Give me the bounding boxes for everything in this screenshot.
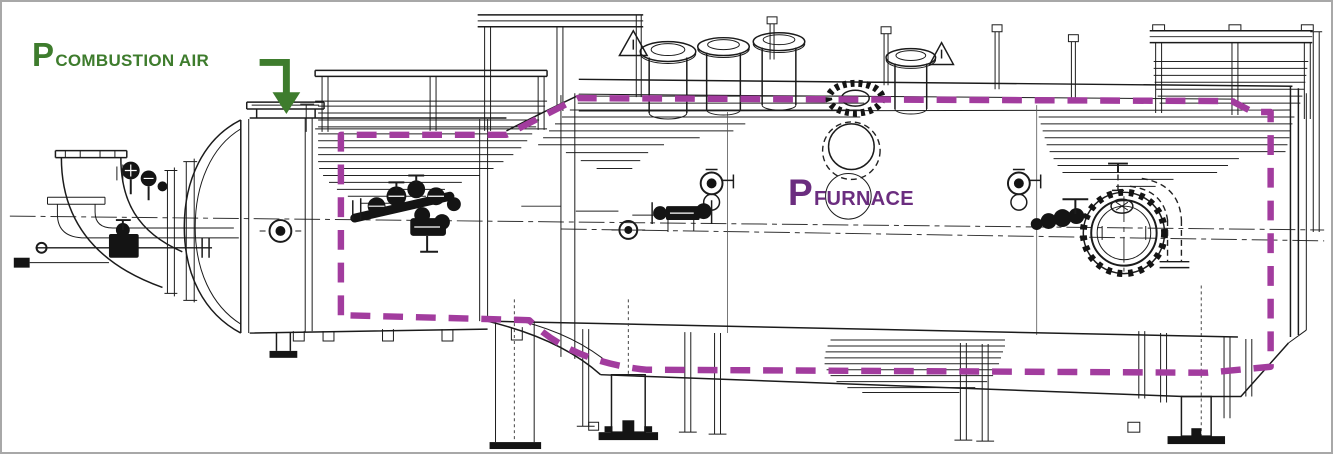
combustion-air-arrow [259, 58, 301, 115]
support-legs [489, 285, 1253, 450]
rear-manway-flange [1030, 188, 1169, 278]
pressure-subscript: FURNACE [813, 188, 914, 210]
roof-nozzles [639, 31, 937, 120]
saddle-supports [588, 373, 1226, 445]
front-vessel-section [183, 101, 523, 358]
drain-piping-dashed [1108, 162, 1190, 269]
pressure-subscript: COMBUSTION AIR [55, 51, 210, 70]
pilot-gas-line [13, 219, 213, 268]
stanchion-posts [766, 16, 1079, 100]
centerlines [9, 196, 1325, 272]
gas-train-valves [350, 174, 461, 253]
main-shell [487, 31, 1323, 398]
furnace-pressure-label: P FURNACE [788, 174, 914, 211]
shell-instruments [611, 168, 1042, 240]
warning-triangle-icon [618, 29, 649, 57]
burner-duct-assembly [47, 149, 239, 303]
top-structure-frame [477, 14, 644, 131]
warning-triangle-icon [928, 41, 955, 66]
pressure-symbol: P [788, 172, 813, 213]
combustion-air-pressure-label: P COMBUSTION AIR [32, 38, 209, 71]
platform-railing-right [1149, 24, 1314, 119]
pressure-symbol: P [32, 36, 55, 73]
platform-railing-left [300, 69, 548, 132]
furnace-boundary-dashed [337, 94, 1274, 376]
